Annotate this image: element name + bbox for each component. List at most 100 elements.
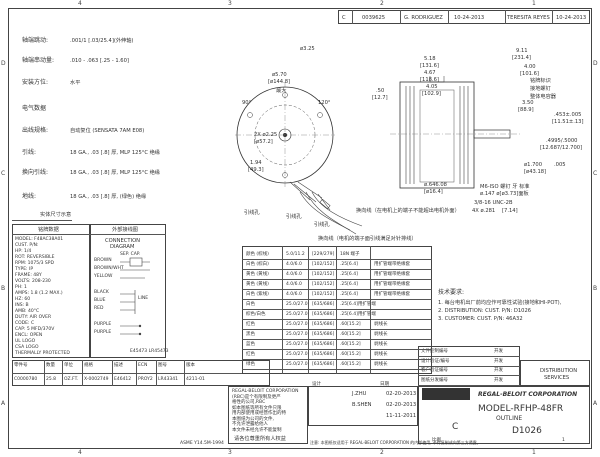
callout-lead-left: 引线孔 (244, 210, 260, 216)
sig-date-3: 11-11-2011 (386, 413, 417, 419)
leads-table-cell: 白色 (246, 302, 255, 307)
nameplate-line: UL LOGO (15, 339, 36, 344)
leads-table-cell: [102/152] (312, 282, 335, 287)
callout-lead-mid: 引线孔 (314, 222, 330, 228)
leads-table-cell: .60[15.2] (340, 352, 361, 357)
leads-table (242, 246, 432, 374)
scale-label: 比例 (432, 438, 441, 443)
sheet-number: 1 (562, 438, 565, 443)
distribution-services-box (520, 360, 590, 386)
leads-table-row-line (242, 309, 432, 310)
bom-cell: X-0002749 (84, 377, 109, 382)
connection-lead-label: PURPLE (94, 330, 112, 335)
bom-cell: 25.8 (46, 377, 57, 382)
leads-table-cell: 剥线长 (374, 362, 388, 367)
col-num-4-b: 4 (78, 449, 82, 456)
bom-header: ECN (138, 363, 148, 368)
corp-note-line: (RBC)是个有限制及更严 (232, 394, 281, 400)
leads-table-row-line (242, 329, 432, 330)
dim-bolt: ø1.700 (524, 162, 543, 168)
connection-line-label: LINE (138, 296, 149, 301)
callout-lead-loc: 换向线（在电机上的端子不能超出电机外面） (356, 208, 460, 214)
leads-table-cell: 18N 端子 (340, 252, 360, 257)
bottom-note: 注意: 本图纸仅适用于 REGAL-BELOIT CORPORATION 的内部… (310, 440, 481, 445)
leads-table-cell: 剥线长 (374, 352, 388, 357)
corp-note-line: 本文件未经允许不能复制 (232, 427, 282, 433)
spec-value: .001/1 [.03/25.4](外伸轴) (70, 38, 134, 44)
dim-tap: 3/8-16 UNC-2B (474, 200, 513, 206)
leads-table-cell: [635/686] (312, 342, 335, 347)
connection-diagram (120, 257, 150, 336)
leads-table-cell: 黑色 (246, 332, 255, 337)
rev-letter: C (342, 15, 346, 21)
dim-key: .453±.005 (554, 112, 582, 118)
leads-table-cell: 用扩管端带绝缘套 (374, 282, 410, 287)
nameplate-line: TYPE: IP (15, 267, 34, 272)
nameplate-line: CSA LOGO (15, 345, 39, 350)
leads-table-cell: .25[6.4]用扩管端 (340, 312, 376, 317)
spec-label: 轴端串动量: (22, 57, 55, 64)
nameplate-line: CAP: 5 MFD/370V (15, 327, 55, 332)
leads-table-cell: 剥线长 (374, 322, 388, 327)
dim-dia2: ø3.25 (300, 46, 315, 52)
bom-divider (82, 360, 83, 386)
nameplate-box (12, 224, 90, 358)
corp-note-box (228, 386, 308, 444)
spec-value: 水平 (70, 80, 81, 86)
spec-value: 18 GA., .03 [.8] 厚, MLP 125°C 绝缘 (70, 150, 160, 156)
rev-checked-date: 10-24-2013 (556, 15, 587, 21)
spec-label: 轴端跳动: (22, 37, 49, 44)
note-item-1: 1. 每台电机出厂前均应作可靠性试验(接地和HI-POT), (438, 300, 562, 306)
drawing-outline: OUTLINE (496, 415, 523, 422)
bom-header: 单位 (64, 363, 73, 368)
nameplate-line: THERMALLY PROTECTED (15, 351, 70, 356)
sig-name-1: J.ZHU (352, 391, 367, 397)
dim-d1-mm: [101.6] (520, 71, 539, 77)
connection-box (90, 224, 166, 358)
leads-table-cell: 25.0/27.0 (286, 362, 308, 367)
leads-table-cell: [635/686] (312, 302, 335, 307)
leads-table-col-line (308, 246, 309, 374)
nameplate-line: ENCL: OPEN (15, 333, 43, 338)
row-letter-a: A (1, 400, 6, 407)
distribution-row-value: 开发 (494, 377, 503, 383)
dim-d3-mm: [118.6] (420, 77, 439, 83)
corp-note-line: 用内部使用或经营作出的特 (232, 411, 286, 416)
leads-table-row-line (242, 349, 432, 350)
leads-table-row-line (242, 359, 432, 360)
connection-sep-cap: SEP. CAP. (120, 252, 141, 257)
nameplate-line: ROT: REVERSIBLE (15, 255, 55, 260)
connection-note: E45473 LR45473 (130, 349, 169, 354)
bom-cell: C0000780 (14, 377, 38, 382)
nameplate-size-label: 实体尺寸示意 (40, 212, 72, 218)
leads-table-cell: .25[6.4] (340, 272, 358, 277)
bom-cell: E46412 (114, 377, 132, 382)
motor-front-view (235, 82, 335, 203)
dim-bolt-mm: [ø43.18] (524, 169, 547, 175)
bom-divider (44, 360, 45, 386)
col-num-2-b: 2 (380, 449, 384, 456)
asme-standard: ASME Y14.5M-1994 (180, 441, 224, 446)
bom-divider (62, 360, 63, 386)
revision-block (338, 10, 590, 24)
dim-dia-mm: [ø144.8] (268, 79, 291, 85)
leads-table-cell: .25[6.4] (340, 282, 358, 287)
nameplate-line: CUST. P/N: (15, 243, 39, 248)
row-letter-c-r: C (593, 170, 598, 177)
col-num-3-b: 3 (228, 449, 232, 456)
row-letter-c: C (1, 170, 6, 177)
drawing-size: C (452, 422, 459, 432)
leads-table-cell: .25[6.4]用扩管端 (340, 302, 376, 307)
leads-table-cell: 红色 (246, 322, 255, 327)
bom-cell: LR43341 (158, 377, 178, 382)
distribution-row-line (418, 356, 520, 357)
dim-dia3: 1.94 (250, 160, 262, 166)
dim-slot-mm: [7.14] (502, 208, 518, 214)
leads-table-cell: .25[6.4] (340, 292, 358, 297)
dim-d6: 3.50 (522, 100, 534, 106)
leads-table-cell: 用扩管端带绝缘套 (374, 262, 410, 267)
connection-lead-label: BROWN/WHT (94, 266, 124, 271)
leads-table-cell: 颜色 (棕线) (246, 252, 269, 257)
sig-name-2: B.SHEN (352, 402, 372, 408)
note-item-3: 3. CUSTOMER: CUST. P/N: 46A32 (438, 316, 523, 322)
